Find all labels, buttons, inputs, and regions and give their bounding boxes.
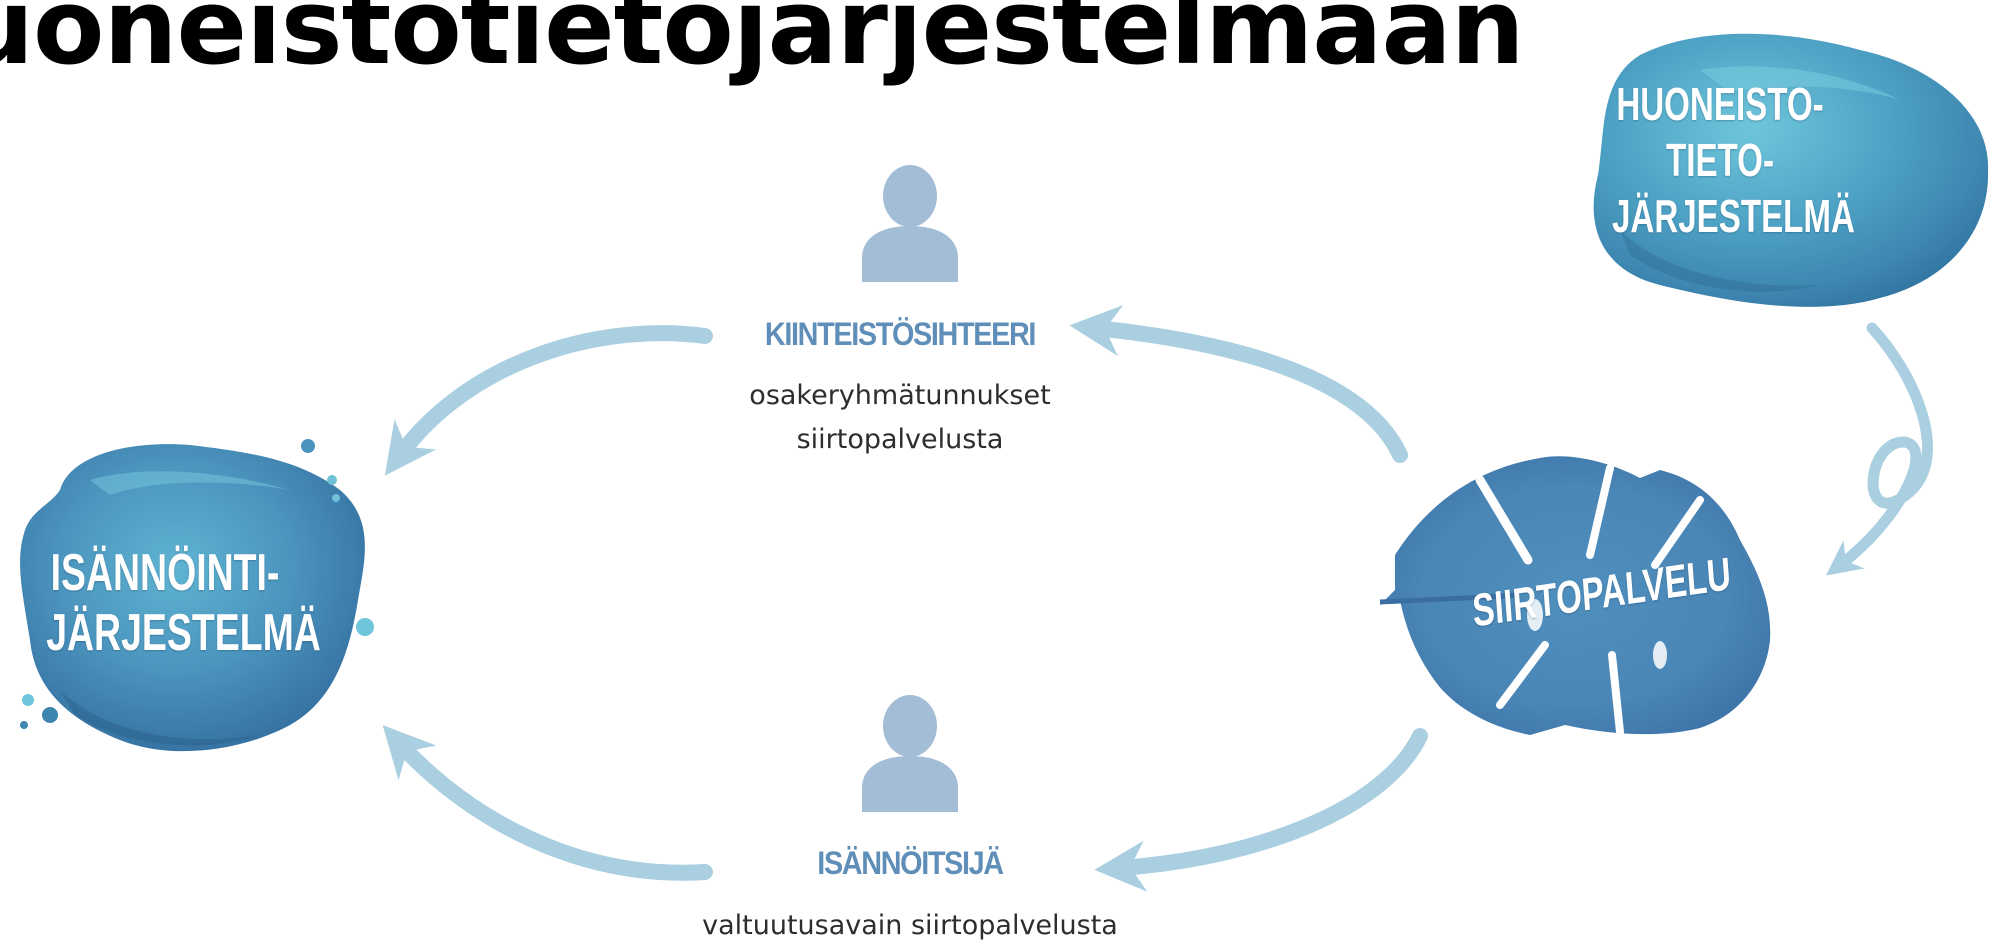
isannointijarjestelma-label-line: JÄRJESTELMÄ (46, 604, 321, 662)
kiinteistosihteeri-description-line: osakeryhmätunnukset (749, 380, 1051, 411)
huoneistotietojarjestelma-label-line: HUONEISTO- (1616, 78, 1824, 130)
kiinteistosihteeri-title: KIINTEISTÖSIHTEERI (764, 316, 1036, 352)
arrow-kiinteistosihteeri-to-isannointijarjestelma (384, 325, 713, 476)
isannointijarjestelma-label: ISÄNNÖINTI- JÄRJESTELMÄ (46, 543, 321, 663)
isannoitsija-description-line: valtuutusavain siirtopalvelusta (702, 910, 1118, 941)
arrow-isannoitsija-to-isannointijarjestelma (382, 725, 713, 881)
isannointijarjestelma-blob (20, 439, 374, 752)
arrow-siirtopalvelu-to-isannoitsija (1094, 728, 1428, 892)
arrow-huoneistotietojarjestelma-to-siirtopalvelu (1825, 322, 1933, 576)
isannoitsija-title: ISÄNNÖITSIJÄ (817, 845, 1004, 881)
huoneistotietojarjestelma-blob (1593, 33, 1989, 307)
huoneistotietojarjestelma-label-line: TIETO- (1666, 134, 1774, 186)
page-title: uoneistotietojärjestelmään (0, 0, 1525, 88)
huoneistotietojarjestelma-label: HUONEISTO- TIETO- JÄRJESTELMÄ (1612, 76, 1855, 244)
kiinteistosihteeri-person-icon (862, 165, 958, 282)
huoneistotietojarjestelma-label-line: JÄRJESTELMÄ (1612, 190, 1855, 242)
arrow-siirtopalvelu-to-kiinteistosihteeri (1069, 305, 1408, 463)
isannoitsija-description: valtuutusavain siirtopalvelusta (660, 904, 1160, 943)
isannointijarjestelma-label-line: ISÄNNÖINTI- (50, 544, 280, 602)
siirtopalvelu-leaf (1379, 456, 1771, 736)
isannoitsija-person-icon (862, 695, 958, 812)
kiinteistosihteeri-description-line: siirtopalvelusta (796, 424, 1004, 455)
kiinteistosihteeri-description: osakeryhmätunnukset siirtopalvelusta (690, 374, 1110, 462)
